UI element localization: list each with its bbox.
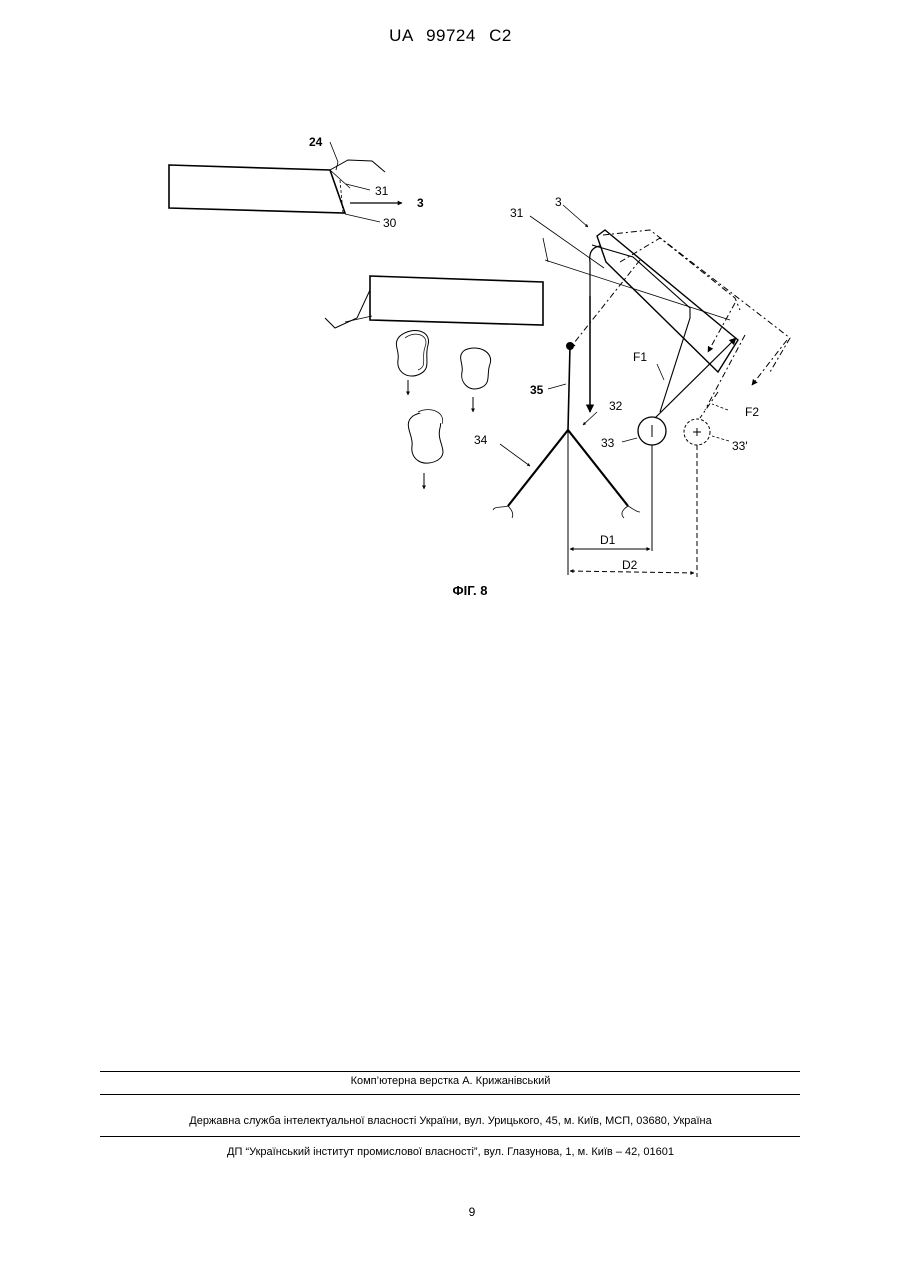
label-32: 32 (609, 399, 623, 413)
footer-composer: Комп’ютерна верстка А. Крижанівський (0, 1075, 901, 1087)
label-31-upper: 31 (375, 184, 389, 198)
pivot-33-prime (684, 419, 710, 577)
footer-rule-top (100, 1071, 800, 1072)
label-30: 30 (383, 216, 397, 230)
page-number: 9 (0, 1205, 901, 1219)
label-24: 24 (309, 135, 323, 149)
label-F1: F1 (633, 350, 647, 364)
label-34: 34 (474, 433, 488, 447)
label-33: 33 (601, 436, 615, 450)
label-D2: D2 (622, 558, 638, 572)
label-3-right: 3 (555, 195, 562, 209)
label-35: 35 (530, 383, 544, 397)
footer-office: Державна служба інтелектуальної власност… (0, 1115, 901, 1127)
footer-rule-bottom (100, 1136, 800, 1137)
patent-figure-8: 24 31 3 30 31 3 F1 35 32 33 F2 34 33' D1… (0, 0, 901, 620)
lower-conveyor (325, 276, 543, 328)
footer-rule-middle (100, 1094, 800, 1095)
divider-35 (493, 343, 640, 576)
deflector-flap-dashed (570, 230, 790, 418)
footer-institute: ДП “Український інститут промислової вла… (0, 1146, 901, 1158)
label-31-right: 31 (510, 206, 524, 220)
upper-conveyor (169, 160, 385, 213)
label-F2: F2 (745, 405, 759, 419)
label-33-prime: 33' (732, 439, 748, 453)
figure-caption: ФІГ. 8 (0, 583, 901, 598)
leader-lines (330, 142, 729, 466)
pivot-33 (638, 338, 736, 551)
label-D1: D1 (600, 533, 616, 547)
label-3-upper: 3 (417, 196, 424, 210)
deflector-flap-solid (543, 230, 738, 412)
